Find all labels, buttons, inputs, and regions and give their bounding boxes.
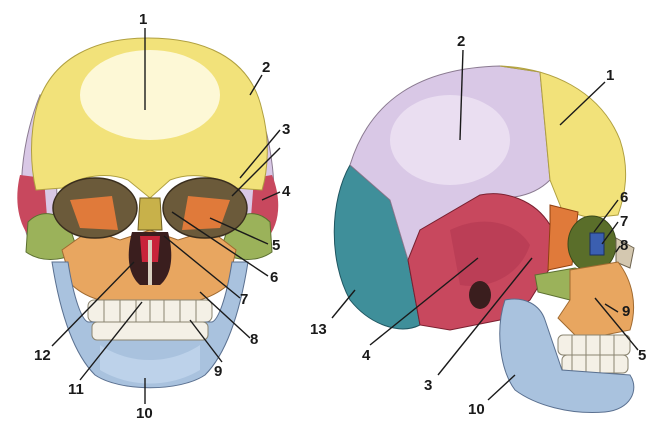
front-view-svg: 1 2 3 4 5 6 7 8 9 10 11 12 bbox=[0, 0, 300, 424]
lacrimal-bone bbox=[590, 233, 604, 255]
lateral-label-2: 2 bbox=[457, 33, 465, 50]
front-label-3: 3 bbox=[282, 121, 290, 138]
lateral-label-1: 1 bbox=[606, 67, 614, 84]
front-label-5: 5 bbox=[272, 237, 280, 254]
front-label-2: 2 bbox=[262, 59, 270, 76]
nasal-bones bbox=[138, 198, 162, 230]
lower-teeth bbox=[92, 322, 208, 340]
lateral-label-6: 6 bbox=[620, 189, 628, 206]
front-label-12: 12 bbox=[34, 347, 51, 364]
lateral-label-5: 5 bbox=[638, 347, 646, 364]
lateral-label-9: 9 bbox=[622, 303, 630, 320]
front-label-10: 10 bbox=[136, 405, 153, 422]
lateral-label-7: 7 bbox=[620, 213, 628, 230]
lateral-view-skull-figure: 2 1 6 7 8 9 5 4 3 10 13 bbox=[300, 0, 672, 424]
front-label-9: 9 bbox=[214, 363, 222, 380]
nasal-septum bbox=[148, 240, 152, 285]
front-label-7: 7 bbox=[240, 291, 248, 308]
front-label-6: 6 bbox=[270, 269, 278, 286]
frontal-highlight bbox=[80, 50, 220, 140]
lateral-label-8: 8 bbox=[620, 237, 628, 254]
lateral-view-svg: 2 1 6 7 8 9 5 4 3 10 13 bbox=[300, 0, 672, 424]
upper-teeth bbox=[558, 335, 630, 355]
front-label-4: 4 bbox=[282, 183, 291, 200]
lateral-label-3: 3 bbox=[424, 377, 432, 394]
parietal-highlight bbox=[390, 95, 510, 185]
lateral-label-4: 4 bbox=[362, 347, 371, 364]
front-label-8: 8 bbox=[250, 331, 258, 348]
external-acoustic-meatus bbox=[469, 281, 491, 309]
front-label-1: 1 bbox=[139, 11, 147, 28]
front-label-11: 11 bbox=[68, 381, 84, 398]
lateral-label-10: 10 bbox=[468, 401, 485, 418]
lateral-label-13: 13 bbox=[310, 321, 327, 338]
front-view-skull-figure: 1 2 3 4 5 6 7 8 9 10 11 12 bbox=[0, 0, 300, 424]
